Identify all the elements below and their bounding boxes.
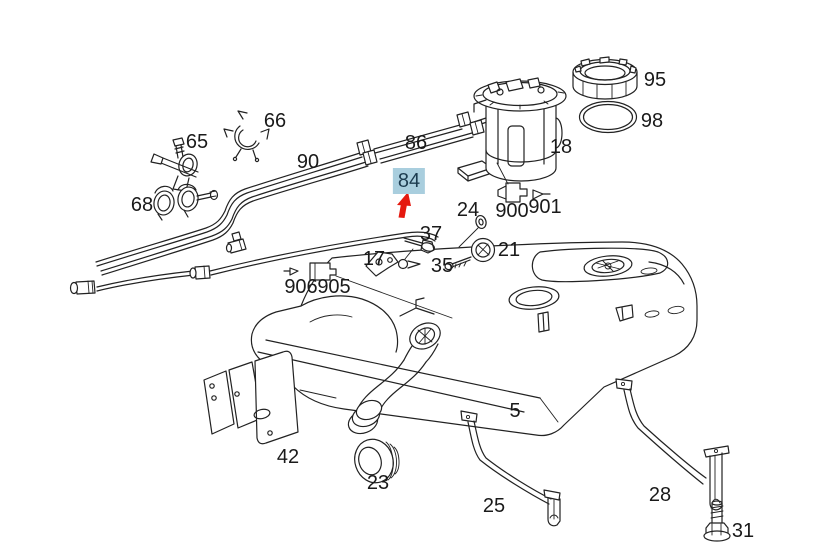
part-label-23: 23 (366, 472, 390, 494)
part-label-5: 5 (509, 400, 521, 422)
highlight-arrow-icon (397, 192, 411, 218)
part-label-17: 17 (362, 248, 386, 270)
part-label-21: 21 (497, 239, 521, 261)
fuel-lines-art (71, 112, 501, 294)
leader-lines (336, 163, 508, 318)
pipe-connector-86-right (457, 112, 484, 135)
strap-25-art (461, 411, 560, 526)
fuel-tank-art (251, 242, 697, 436)
part-label-66: 66 (263, 110, 287, 132)
clamp-66-art (224, 111, 269, 162)
part-label-18: 18 (549, 136, 573, 158)
part-label-42: 42 (276, 446, 300, 468)
sensor-905-906-art (284, 263, 336, 280)
part-label-35: 35 (430, 255, 454, 277)
part-label-86: 86 (404, 132, 428, 154)
clamp-68-art (152, 184, 217, 220)
part-label-95: 95 (643, 69, 667, 91)
part-label-906: 906 (284, 276, 318, 298)
part-label-90: 90 (296, 151, 320, 173)
part-label-31: 31 (731, 520, 755, 542)
connector-900-901-art (498, 183, 550, 202)
part-label-905: 905 (317, 276, 351, 298)
strap-28-art (616, 379, 729, 510)
part-label-68: 68 (130, 194, 154, 216)
fuel-pump-module-art (458, 78, 566, 181)
part-label-901: 901 (528, 196, 562, 218)
part-label-25: 25 (482, 495, 506, 517)
o-ring-art (580, 102, 637, 133)
part-label-98: 98 (640, 110, 664, 132)
part-label-28: 28 (648, 484, 672, 506)
seal-ring-art (349, 434, 399, 488)
part-label-900: 900 (495, 200, 529, 222)
part-label-84-highlighted: 84 (392, 168, 426, 194)
filler-neck-art (345, 298, 445, 437)
cap-and-key-art (444, 214, 494, 270)
clamp-65-art (151, 138, 200, 191)
pipe-connector-86-left (357, 140, 377, 165)
heat-shield-art (204, 351, 298, 444)
part-label-37: 37 (419, 223, 443, 245)
part-label-24: 24 (456, 199, 480, 221)
part-label-65: 65 (185, 131, 209, 153)
bracket-group-art (366, 238, 435, 276)
bolt-31-art (704, 501, 730, 541)
locking-ring-art (573, 57, 637, 99)
